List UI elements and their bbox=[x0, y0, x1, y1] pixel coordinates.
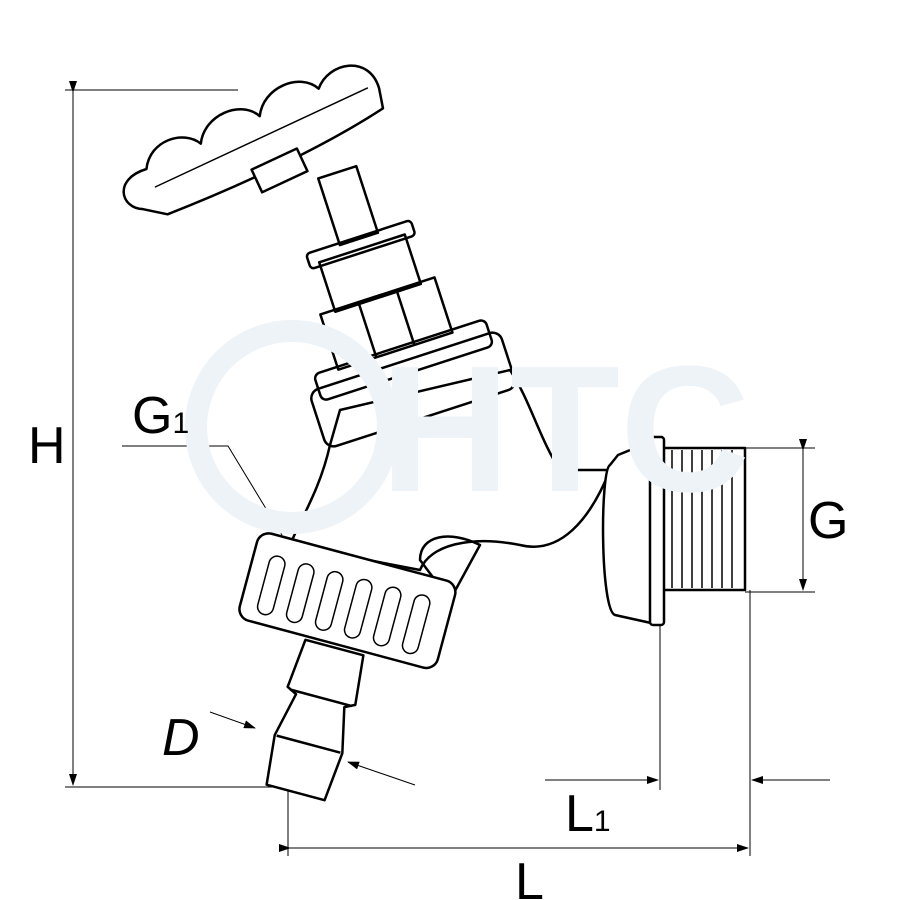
d-arrow-1 bbox=[209, 711, 256, 729]
stem bbox=[316, 164, 380, 247]
dim-label-g: G bbox=[808, 492, 849, 550]
d-arrow-2 bbox=[347, 761, 416, 786]
handwheel bbox=[122, 64, 385, 216]
dim-label-g1: G1 bbox=[132, 387, 190, 445]
hose-barb bbox=[265, 638, 365, 802]
dim-label-d: D bbox=[162, 709, 200, 767]
union-nut bbox=[238, 532, 457, 670]
dim-label-l1: L1 bbox=[565, 785, 611, 843]
dim-label-h: H bbox=[28, 417, 66, 475]
collar bbox=[648, 435, 666, 627]
hex-nut bbox=[319, 276, 454, 371]
outlet-spout bbox=[418, 535, 482, 602]
valve-body bbox=[288, 368, 612, 572]
g1-leader bbox=[122, 445, 283, 536]
dim-label-l: L bbox=[515, 853, 544, 900]
packing-gland bbox=[317, 233, 423, 314]
bonnet bbox=[310, 331, 517, 448]
